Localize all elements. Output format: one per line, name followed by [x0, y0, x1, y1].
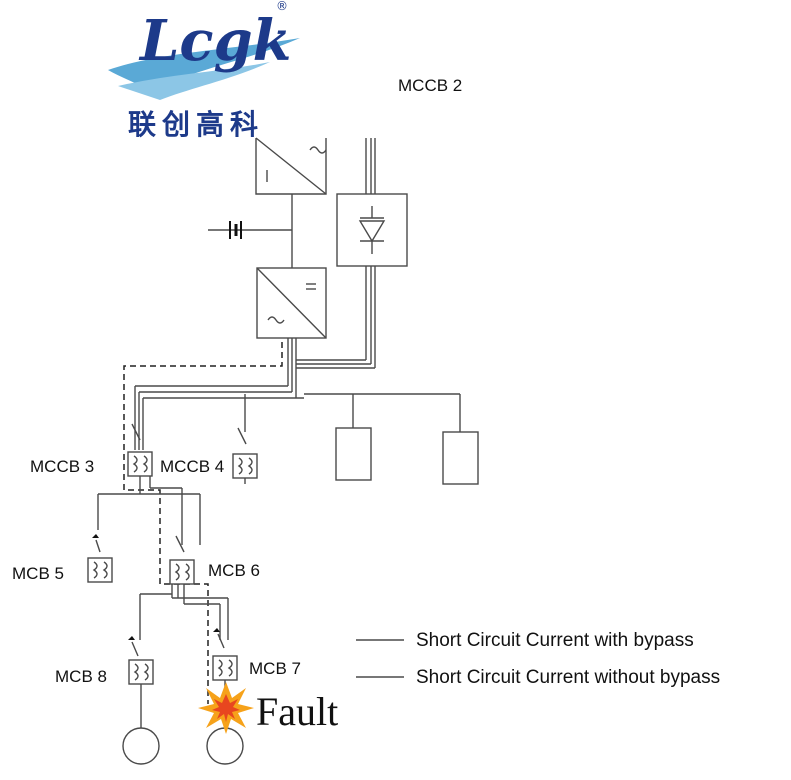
fault-current-path-without-bypass [123, 342, 283, 704]
logo-swoosh-light-icon [118, 62, 270, 100]
battery-icon [229, 221, 242, 239]
registered-mark: ® [276, 0, 288, 13]
mcb6-breaker [169, 535, 195, 604]
bypass-line [365, 138, 376, 368]
logo-chinese-text: 联创高科 [128, 108, 264, 141]
mccb3-breaker [127, 423, 153, 477]
legend-with-bypass-label: Short Circuit Current with bypass [416, 630, 694, 651]
inverter-block [256, 267, 327, 339]
static-switch-block [336, 193, 408, 267]
load-box-1 [335, 427, 372, 481]
thyristor-icon [358, 206, 386, 254]
mcb5-breaker [87, 534, 113, 583]
load-box-2 [442, 431, 479, 485]
mcb5-label: MCB 5 [12, 564, 64, 583]
mcb8-breaker [122, 636, 160, 765]
mccb2-label: MCCB 2 [398, 76, 462, 95]
legend: Short Circuit Current with bypass Short … [356, 630, 720, 688]
logo-swoosh-icon [108, 38, 300, 92]
mccb3-label: MCCB 3 [30, 457, 94, 476]
mcb7-breaker [206, 628, 244, 765]
mccb4-breaker [232, 427, 258, 484]
explosion-icon [198, 682, 254, 734]
logo-text: Lcgk [138, 8, 291, 74]
load-circle-1 [122, 727, 160, 765]
company-logo: Lcgk ® 联创高科 [108, 0, 300, 141]
rectifier-block [255, 137, 327, 195]
load-circle-2 [206, 727, 244, 765]
final-bus [139, 593, 229, 640]
mcb6-label: MCB 6 [208, 561, 260, 580]
main-bus [134, 338, 460, 450]
legend-without-bypass-label: Short Circuit Current without bypass [416, 667, 720, 688]
load-feeders [244, 394, 479, 485]
mcb8-label: MCB 8 [55, 667, 107, 686]
mccb4-label: MCCB 4 [160, 457, 224, 476]
sub-bus [97, 476, 201, 545]
fault-label: Fault [256, 689, 338, 734]
mcb7-label: MCB 7 [249, 659, 301, 678]
